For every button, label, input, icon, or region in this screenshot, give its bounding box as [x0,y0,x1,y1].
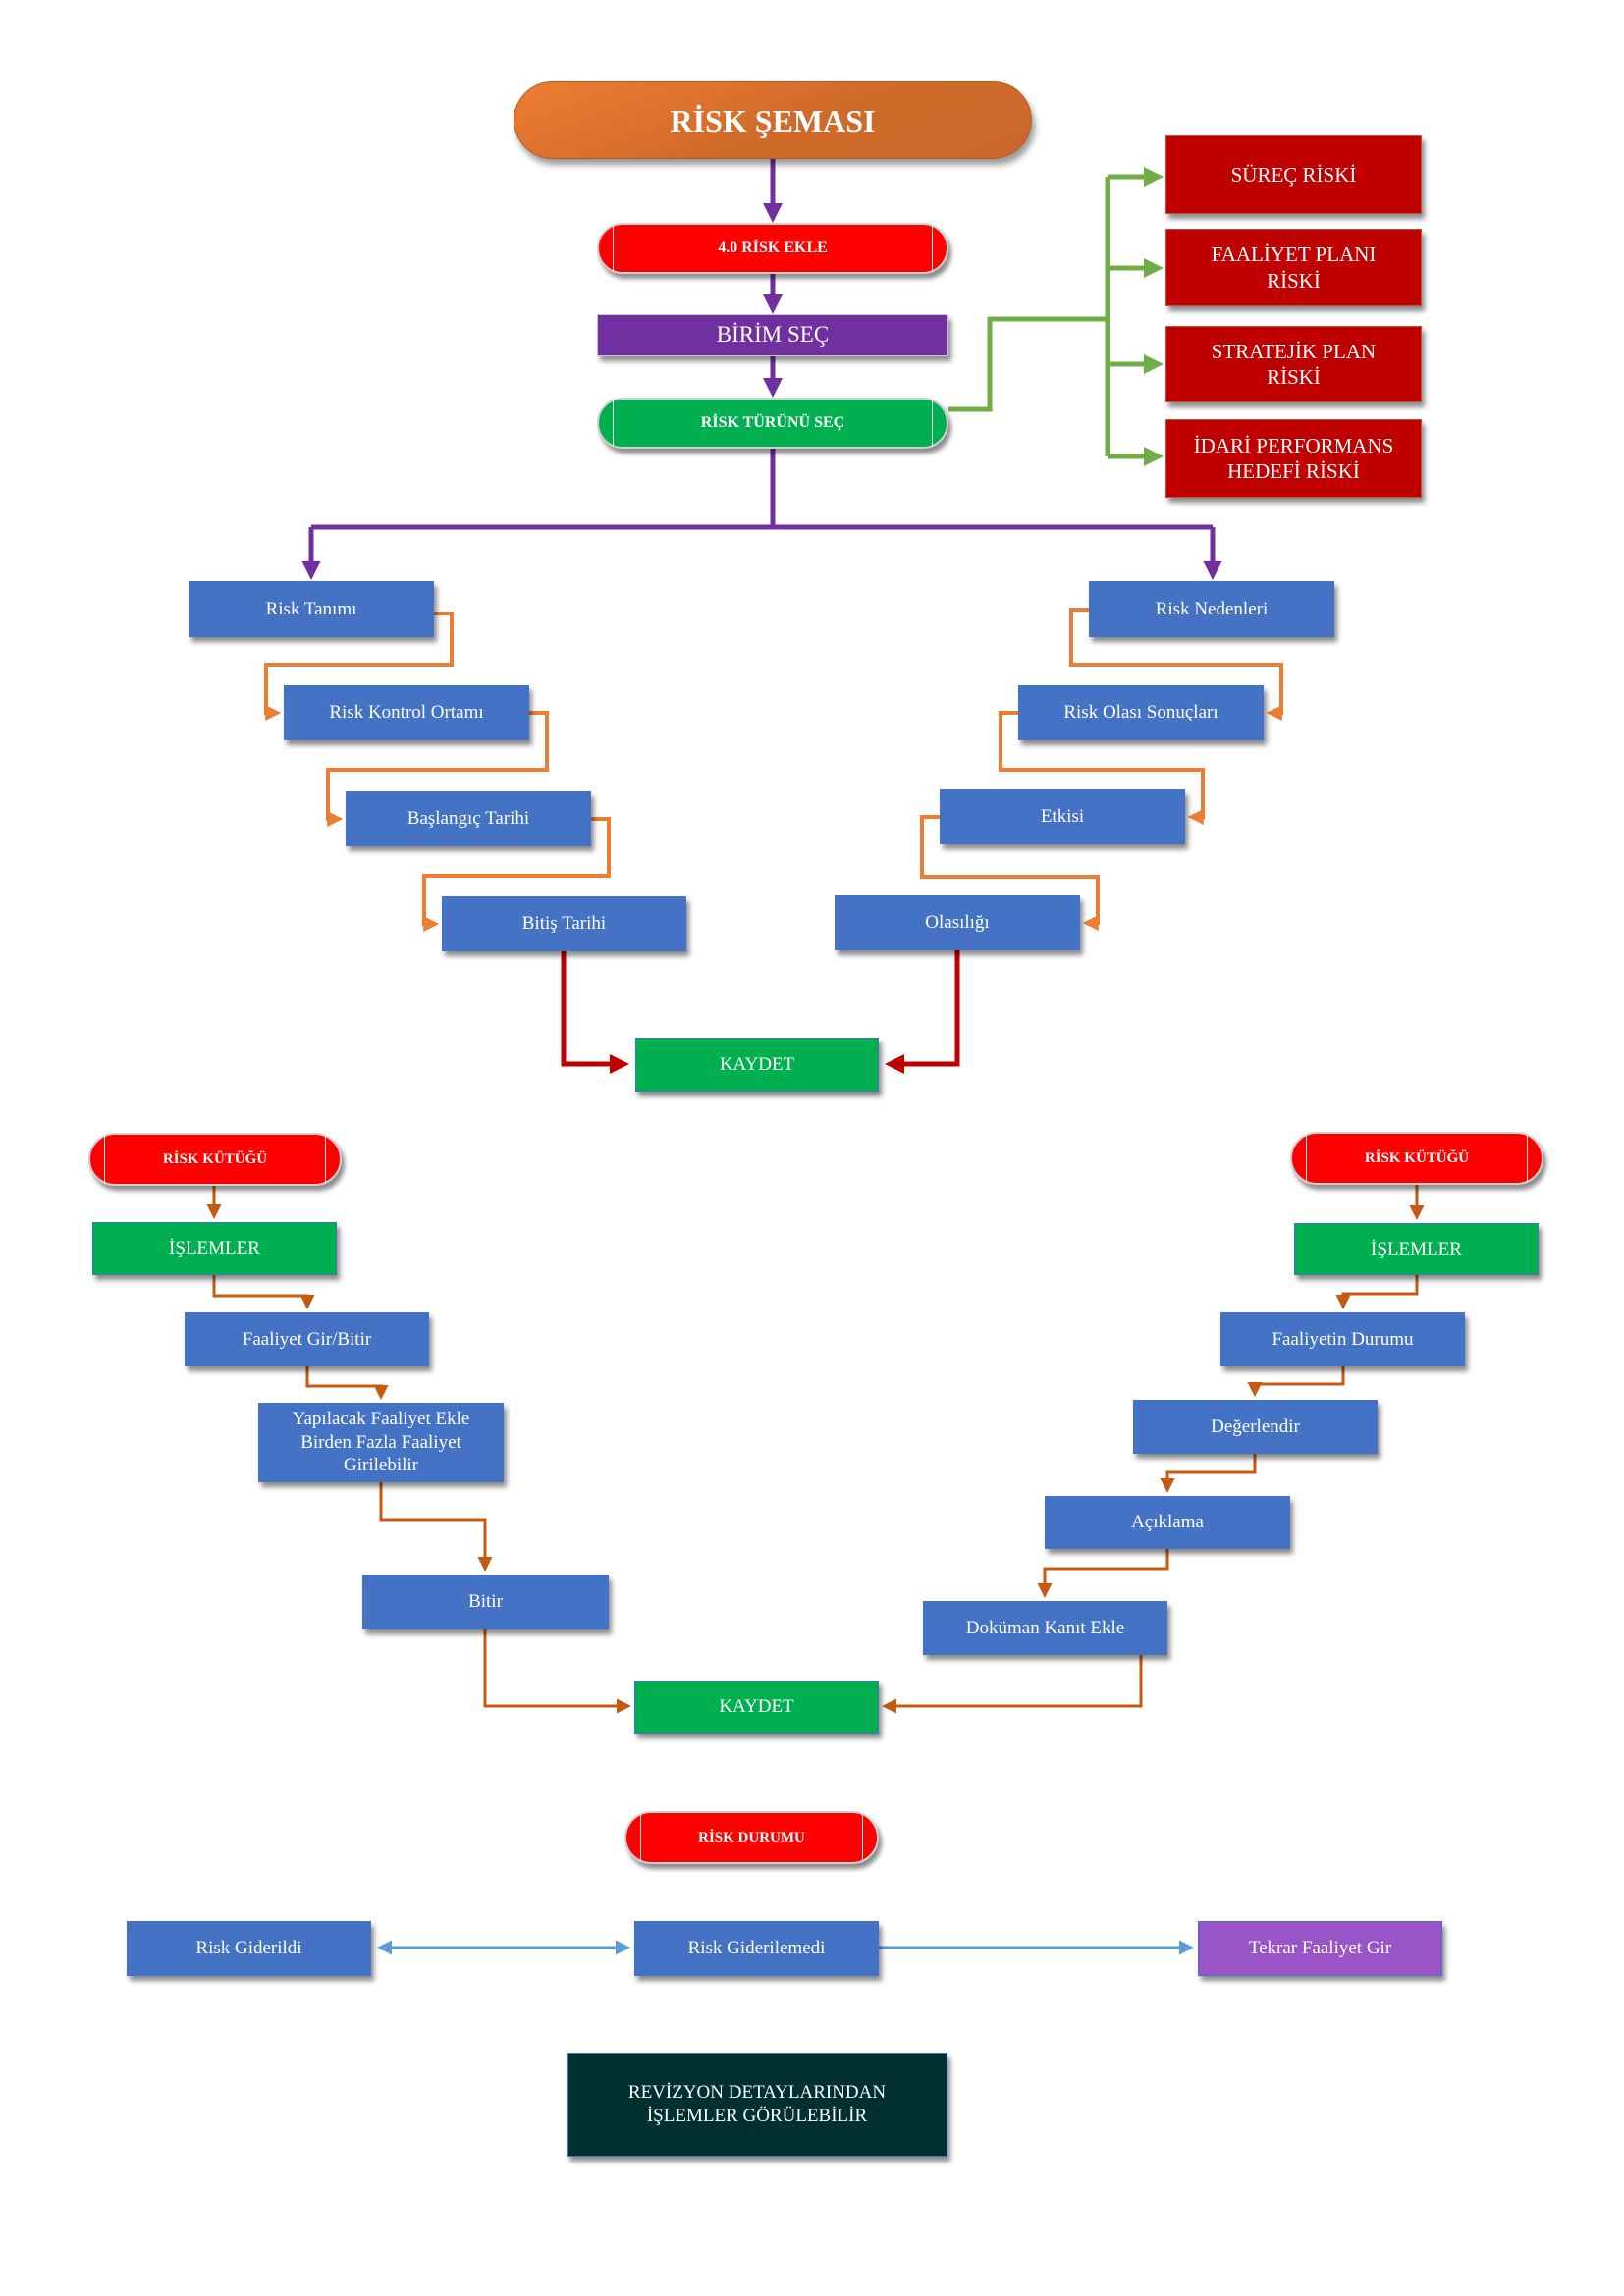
select-unit-step[interactable]: BİRİM SEÇ [597,314,948,356]
risk-type-label: HEDEFİ RİSKİ [1227,459,1360,483]
risk-status-header[interactable]: RİSK DURUMU [624,1811,879,1864]
conn-reg-left-2 [212,1275,315,1309]
retry-activity-step[interactable]: Tekrar Faaliyet Gir [1198,1921,1442,1976]
add-document-evidence-step[interactable]: Doküman Kanıt Ekle [923,1601,1167,1655]
activity-status-step[interactable]: Faaliyetin Durumu [1220,1312,1465,1366]
type-trunk [948,177,1110,456]
start-date-step[interactable]: Başlangıç Tarihi [346,791,591,846]
risk-register-header-left[interactable]: RİSK KÜTÜĞÜ [88,1133,342,1186]
finish-step[interactable]: Bitir [362,1575,609,1629]
conn-r3 [920,815,1100,931]
risk-type-label: RİSKİ [1267,268,1321,293]
risk-definition-step[interactable]: Risk Tanımı [189,581,434,637]
operations-right[interactable]: İŞLEMLER [1294,1223,1539,1275]
conn-reg-right-5 [1037,1549,1169,1598]
impact-step[interactable]: Etkisi [940,789,1185,844]
risk-not-resolved-step[interactable]: Risk Giderilemedi [634,1921,879,1976]
add-planned-activity-step[interactable]: Yapılacak Faaliyet Ekle Birden Fazla Faa… [258,1403,504,1482]
risk-control-environment-step[interactable]: Risk Kontrol Ortamı [284,685,529,740]
conn-bitir-to-save [483,1629,631,1714]
risk-type-activity-plan[interactable]: FAALİYET PLANI RİSKİ [1165,229,1422,306]
risk-register-header-right[interactable]: RİSK KÜTÜĞÜ [1290,1132,1543,1185]
risk-type-label: SÜREÇ RİSKİ [1230,162,1357,187]
conn-l3 [422,817,611,932]
conn-end-date-to-save [561,950,629,1074]
risk-resolved-step[interactable]: Risk Giderildi [127,1921,371,1976]
conn-l2 [326,711,549,827]
conn-reg-right-3 [1247,1366,1345,1397]
conn-probability-to-save [885,949,960,1074]
branch-split [311,449,1213,530]
conn-document-to-save [882,1629,1143,1714]
conn-reg-right-4 [1160,1454,1257,1493]
risk-possible-outcomes-step[interactable]: Risk Olası Sonuçları [1018,685,1264,740]
note-line: REVİZYON DETAYLARINDAN [627,2082,887,2104]
note-line: İŞLEMLER GÖRÜLEBİLİR [646,2106,868,2126]
risk-type-admin-performance[interactable]: İDARİ PERFORMANS HEDEFİ RİSKİ [1165,419,1422,498]
conn-l1 [264,612,454,721]
conn-r1 [1069,608,1283,721]
risk-type-process[interactable]: SÜREÇ RİSKİ [1165,135,1422,214]
enter-finish-activity-step[interactable]: Faaliyet Gir/Bitir [185,1312,429,1366]
risk-type-strategic-plan[interactable]: STRATEJİK PLAN RİSKİ [1165,326,1422,402]
risk-type-label: İDARİ PERFORMANS [1193,433,1394,457]
step-label: Birden Fazla Faaliyet [300,1431,461,1453]
save-button[interactable]: KAYDET [635,1038,879,1092]
risk-type-label: FAALİYET PLANI [1211,242,1377,267]
description-step[interactable]: Açıklama [1045,1496,1290,1549]
evaluate-step[interactable]: Değerlendir [1133,1400,1378,1454]
page-title: RİSK ŞEMASI [514,81,1032,159]
risk-type-label: STRATEJİK PLAN [1211,339,1377,363]
step-label: Yapılacak Faaliyet Ekle [292,1408,470,1429]
conn-reg-right-2 [1335,1275,1419,1309]
step-label: Girilebilir [344,1455,418,1476]
operations-left[interactable]: İŞLEMLER [92,1222,337,1275]
save-button-2[interactable]: KAYDET [634,1681,879,1734]
end-date-step[interactable]: Bitiş Tarihi [442,896,686,951]
add-risk-step[interactable]: 4.0 RİSK EKLE [597,223,948,274]
risk-type-label: RİSKİ [1267,365,1321,389]
revision-details-note: REVİZYON DETAYLARINDAN İŞLEMLER GÖRÜLEBİ… [567,2053,947,2157]
conn-r2 [999,711,1205,825]
select-risk-type-step[interactable]: RİSK TÜRÜNÜ SEÇ [597,398,948,449]
conn-reg-left-3 [305,1366,389,1400]
risk-causes-step[interactable]: Risk Nedenleri [1089,581,1334,637]
probability-step[interactable]: Olasılığı [835,895,1080,950]
conn-reg-left-4 [379,1482,493,1572]
